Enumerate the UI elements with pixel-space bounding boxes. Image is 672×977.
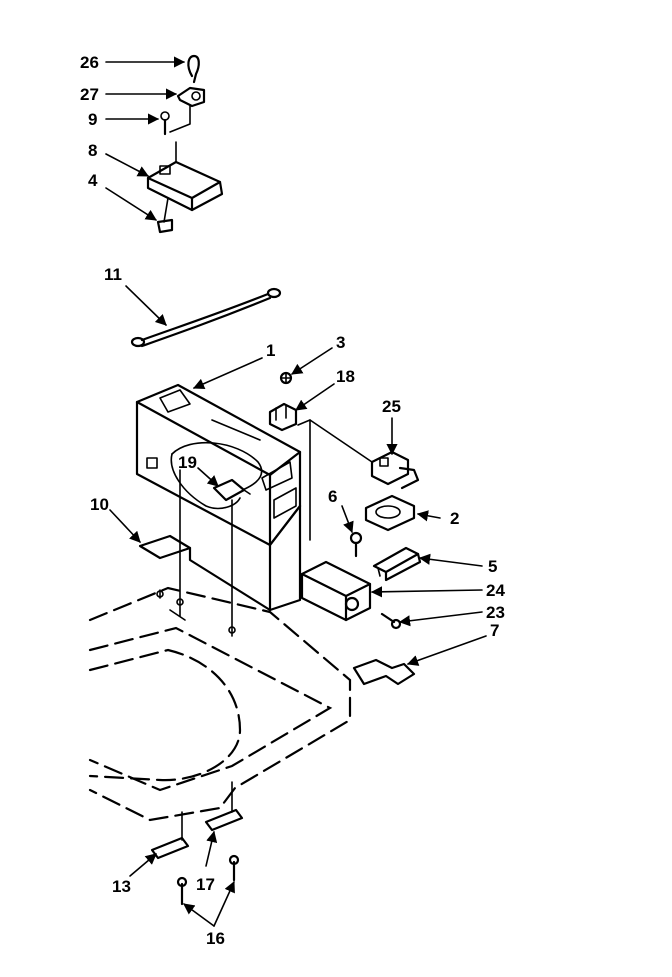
part-10-bracket: [138, 469, 236, 637]
part-17-bracket: [204, 781, 244, 832]
callout-19: 19: [178, 453, 197, 472]
callout-9: 9: [88, 110, 97, 129]
part-25-actuator: [309, 419, 420, 490]
part-19-switch: [170, 441, 263, 510]
callout-2: 2: [450, 509, 459, 528]
part-26-hook: [187, 54, 200, 84]
part-2-cup: [364, 494, 416, 532]
callout-4: 4: [88, 171, 98, 190]
part-1-housing: [135, 383, 311, 612]
callout-18: 18: [336, 367, 355, 386]
part-27-knob: [176, 86, 206, 108]
leader-lines: [105, 56, 487, 927]
callout-25: 25: [382, 397, 401, 416]
part-7-clip: [352, 658, 416, 686]
callout-1: 1: [266, 341, 275, 360]
callout-23: 23: [486, 603, 505, 622]
callout-3: 3: [336, 333, 345, 352]
callout-13: 13: [112, 877, 131, 896]
callout-6: 6: [328, 487, 337, 506]
part-16-screws: [176, 854, 240, 906]
part-3-screw: [279, 371, 293, 385]
part-18-clip: [268, 402, 298, 432]
callout-11: 11: [104, 265, 122, 284]
callout-16: 16: [206, 929, 225, 948]
part-9-screw: [160, 105, 191, 136]
console-panel: [88, 586, 352, 822]
callout-8: 8: [88, 141, 97, 160]
part-24-box: [300, 560, 372, 622]
part-23-screw: [380, 612, 402, 630]
part-8-bracket: [146, 141, 224, 212]
callout-26: 26: [80, 53, 99, 72]
callout-27: 27: [80, 85, 99, 104]
part-4-clip: [156, 197, 174, 234]
callout-17: 17: [196, 875, 215, 894]
callout-5: 5: [488, 557, 497, 576]
callout-7: 7: [490, 621, 499, 640]
callout-24: 24: [486, 581, 505, 600]
part-5-bracket: [372, 546, 422, 582]
part-6-screw: [349, 531, 363, 558]
callout-10: 10: [90, 495, 109, 514]
part-11-wire: [130, 287, 282, 348]
